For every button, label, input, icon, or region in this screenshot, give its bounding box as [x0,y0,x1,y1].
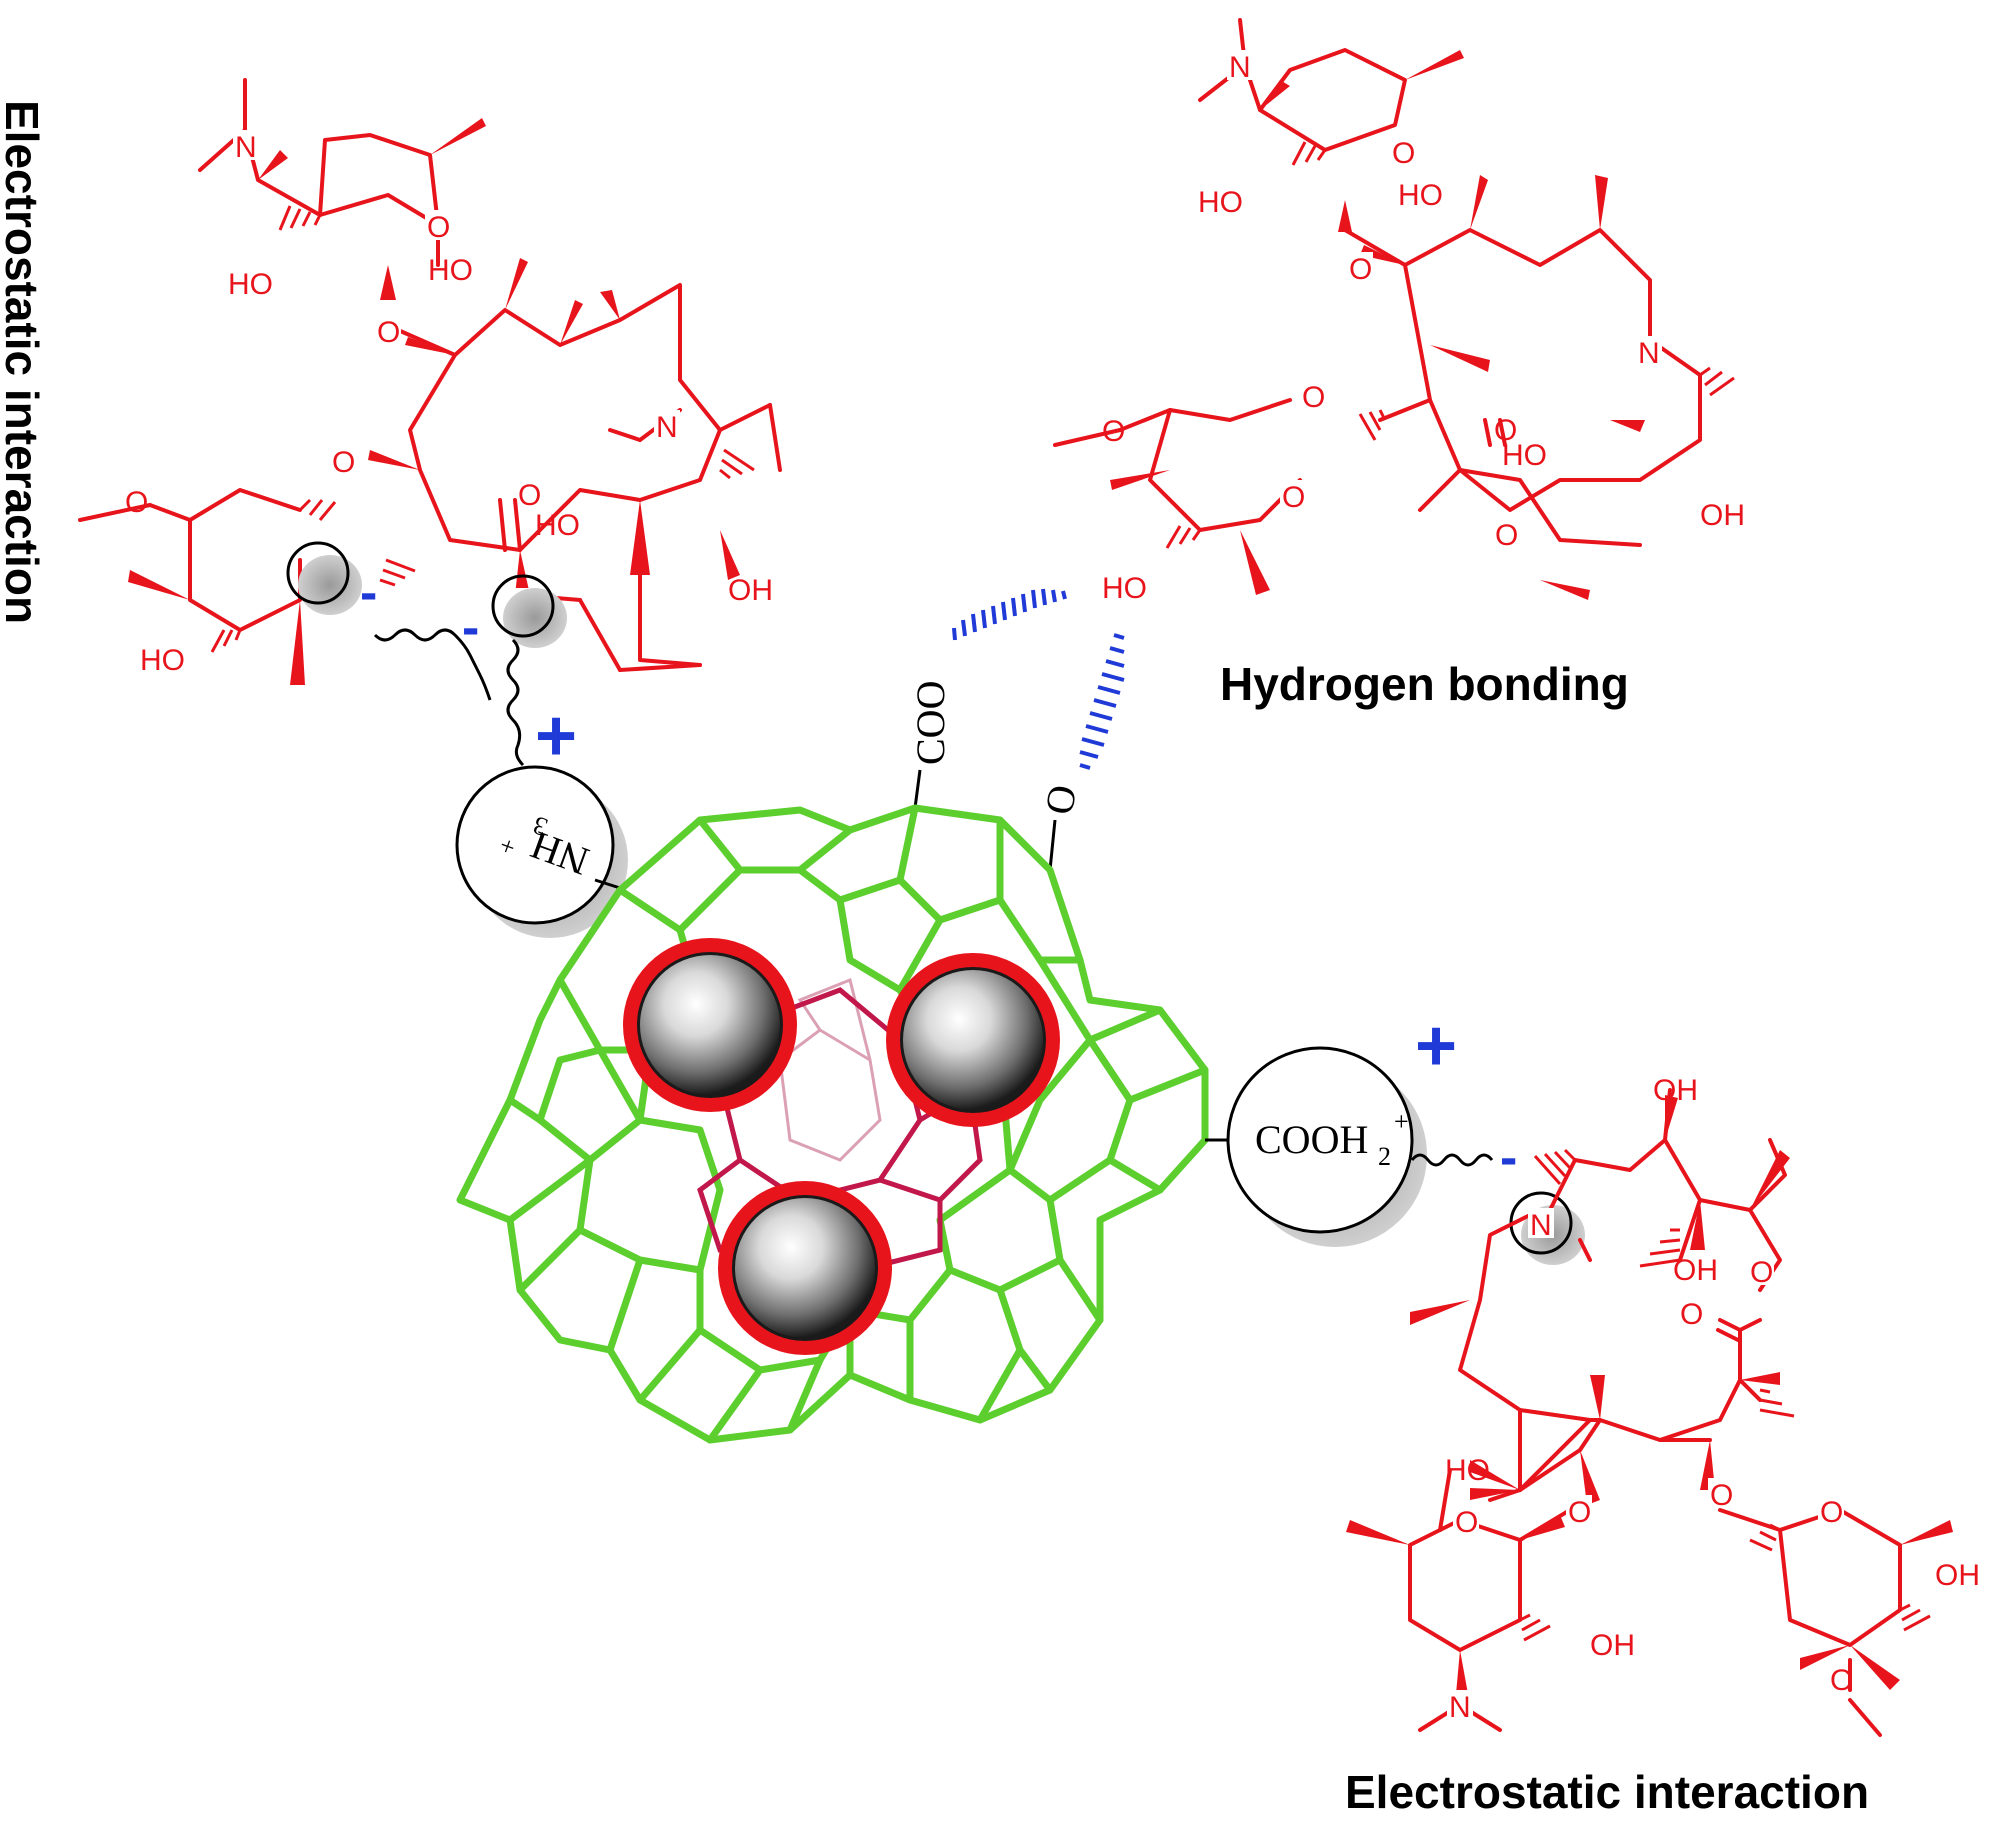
atom-o-br-glyc1: O [1568,1496,1591,1529]
cooh2-sub: 2 [1378,1142,1391,1171]
atom-o-tr-ring: O [1282,481,1305,514]
dashes-tr-2 [1699,366,1735,397]
cooh2-text: COOH [1255,1117,1368,1162]
coo-group: COO [908,681,953,809]
atom-o-tr-sugar: O [1392,137,1415,170]
atom-n-tr-ring: N [1638,337,1660,370]
atom-o-carbonyl: O [518,479,541,512]
atom-n-br-bottom: N [1449,1691,1471,1724]
bottom-electrostatic-label: Electrostatic interaction [1345,1766,1869,1818]
wavy-link-1 [373,628,492,701]
dashes-br-3 [1759,1388,1795,1418]
atom-oh-br4: OH [1935,1559,1980,1592]
atom-o-br-sugar2: O [1820,1496,1843,1529]
dashes-br-5 [1899,1603,1931,1632]
dashes-br-2 [1639,1228,1681,1268]
dashes-cladinose [210,629,242,653]
dashes-tr-3 [1165,525,1202,549]
left-electrostatic-label: Electrostatic interaction [0,100,48,624]
atom-ho-tr4: HO [1102,572,1147,605]
metal-sphere-2 [886,953,1060,1127]
molecule-top-right: N O HO HO O O N O HO OH O O HO O [1053,18,1745,605]
dashes-br-6 [1749,1523,1781,1552]
metal-sphere-3 [718,1181,892,1355]
atom-o-tr-glyc: O [1349,253,1372,286]
dashes-n-methyl [719,448,755,480]
cooh2-sup: + [1394,1107,1409,1136]
atom-ho-3: HO [535,509,580,542]
minus-charge-1: - [360,564,377,622]
hydrogen-bond-1 [952,588,1067,641]
atom-ho-tr2: HO [1398,179,1443,212]
nh3-plus-group: NH 3 + [455,765,628,938]
metal-sphere-1 [623,938,797,1112]
atom-o-br-carbonyl: O [1680,1298,1703,1331]
circled-o-2 [491,574,567,648]
atom-o-sugar1: O [427,211,450,244]
circled-o-1 [286,541,362,615]
atom-ho-br: HO [1445,1454,1490,1487]
minus-charge-3: - [1500,1129,1517,1187]
hbond-label: Hydrogen bonding [1220,658,1629,710]
atom-ho-tr1: HO [1198,186,1243,219]
atom-oh-1: OH [728,574,773,607]
dashes-cladinose-2 [298,498,337,521]
dashes-ho-sugar1 [278,205,322,231]
plus-charge-2: + [1415,1006,1457,1086]
atom-o-br-methoxy: O [1830,1664,1853,1697]
o-text: O [1036,782,1085,818]
atom-o-br-ester: O [1750,1256,1773,1289]
cooh2-plus-group: COOH 2 + [1205,1046,1427,1247]
atom-o-tr-carbonyl: O [1494,414,1517,447]
atom-ho-4: HO [140,644,185,677]
atom-o-tr-ester: O [1495,519,1518,552]
atom-n-ring: N [656,411,678,444]
atom-oh-br1: OH [1653,1074,1698,1107]
atom-o-methoxy: O [125,486,148,519]
dashes-ring [379,558,416,587]
atom-ho-2: HO [428,254,473,287]
atom-oh-br2: OH [1673,1254,1718,1287]
atom-ho-1: HO [228,268,273,301]
dashes-br-1 [1533,1148,1577,1185]
atom-o-glycoside: O [377,316,400,349]
plus-charge-1: + [535,696,577,776]
molecule-top-left: N O HO HO O O N O HO OH HO O O O [78,78,782,685]
hydrogen-bond-2 [1079,633,1125,770]
atom-oh-br3: OH [1590,1629,1635,1662]
atom-o-tr-methoxy: O [1102,415,1125,448]
dashes-br-4 [1519,1613,1551,1642]
o-group: O [1036,782,1085,871]
atom-n-topleft: N [235,131,257,164]
atom-n-tr: N [1229,51,1251,84]
atom-ho-tr3: HO [1502,439,1547,472]
atom-o-tr-glyc2: O [1302,381,1325,414]
wavy-link-2 [506,638,525,767]
dashes-tr-4 [1358,409,1387,441]
wavy-link-3 [1410,1153,1494,1167]
atom-n-br: N [1530,1209,1552,1242]
atom-o-glycoside2: O [332,446,355,479]
atom-o-br-glyc2: O [1710,1479,1733,1512]
coo-text: COO [908,681,953,765]
atom-oh-tr: OH [1700,499,1745,532]
minus-charge-2: - [462,599,479,657]
molecule-bottom-right: N OH OH O O HO O O O OH N O OH O [1346,1074,1980,1737]
dashes-tr-1 [1291,141,1327,166]
atom-o-br-sugar1: O [1455,1506,1478,1539]
